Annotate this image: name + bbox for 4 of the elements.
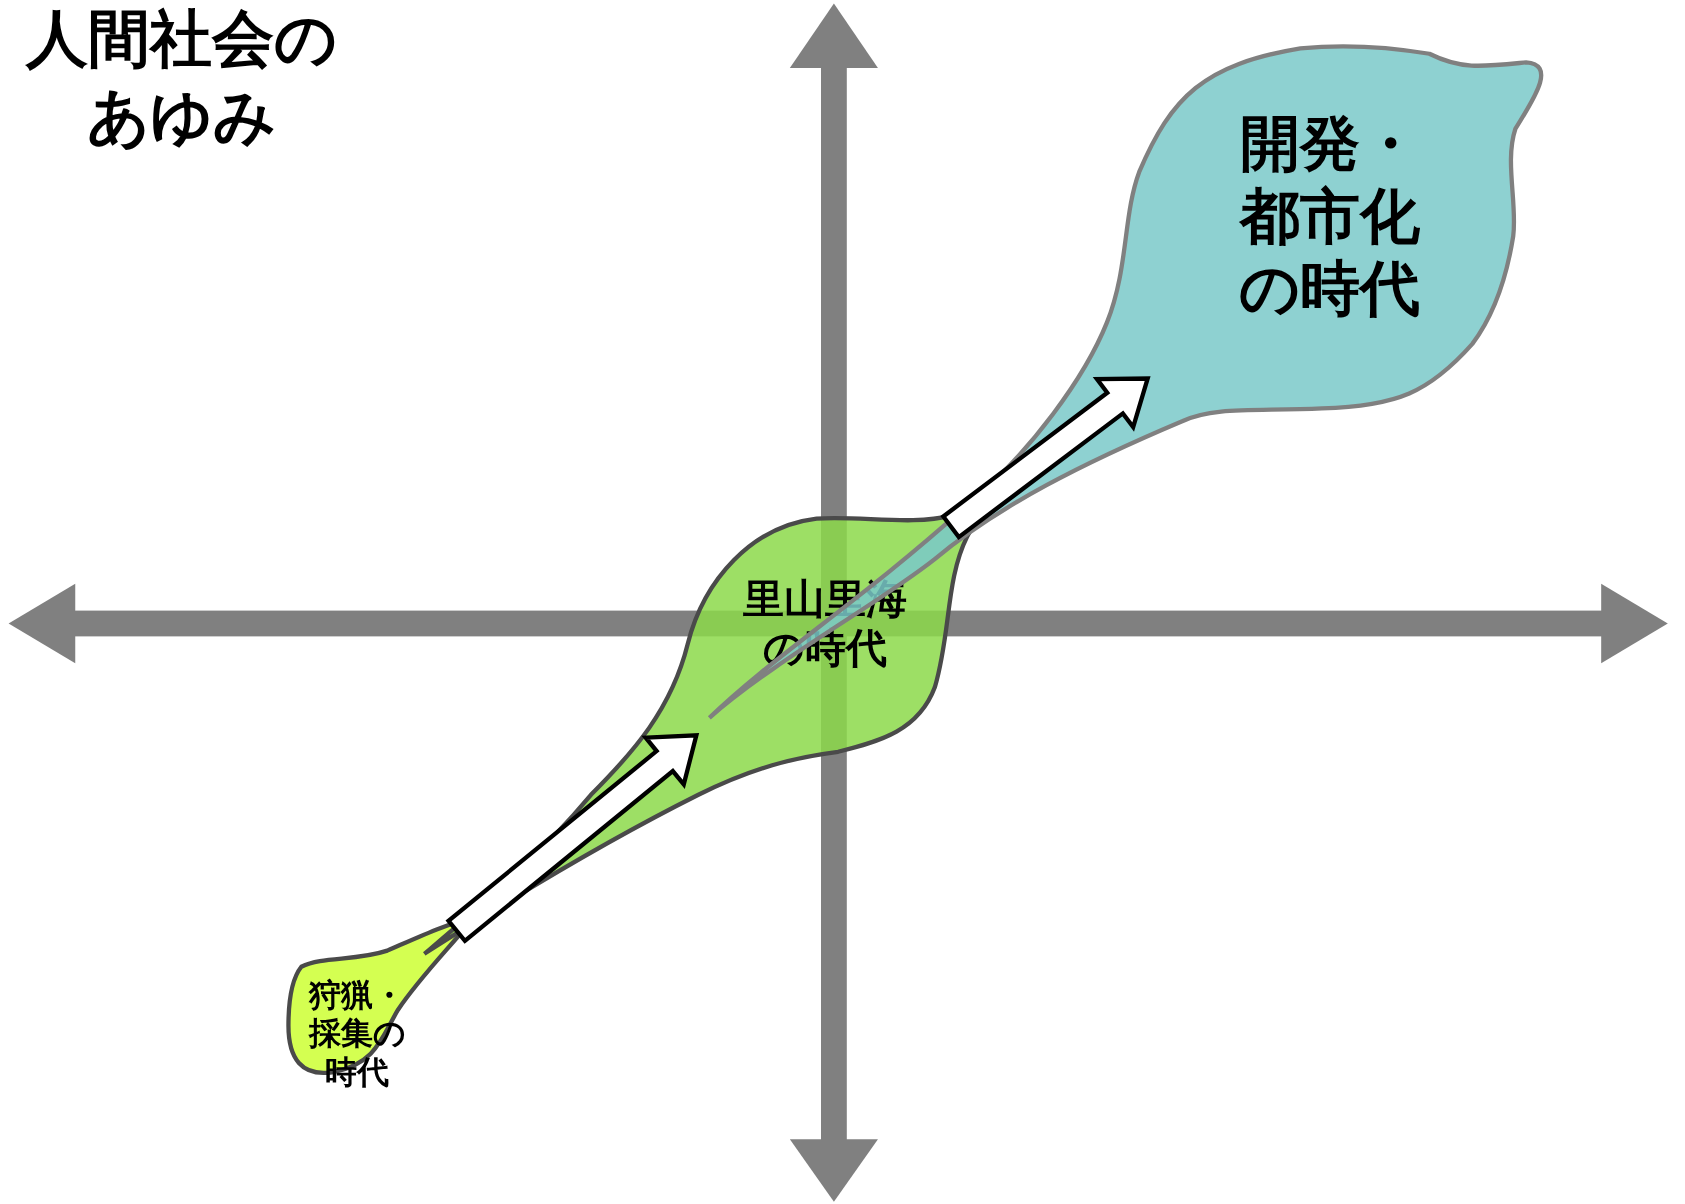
- era-label: 開発・都市化の時代: [1238, 107, 1422, 325]
- hollow-arrow: [940, 376, 1151, 541]
- title: 人間社会のあゆみ: [24, 1, 338, 155]
- hollow-arrow: [445, 732, 700, 944]
